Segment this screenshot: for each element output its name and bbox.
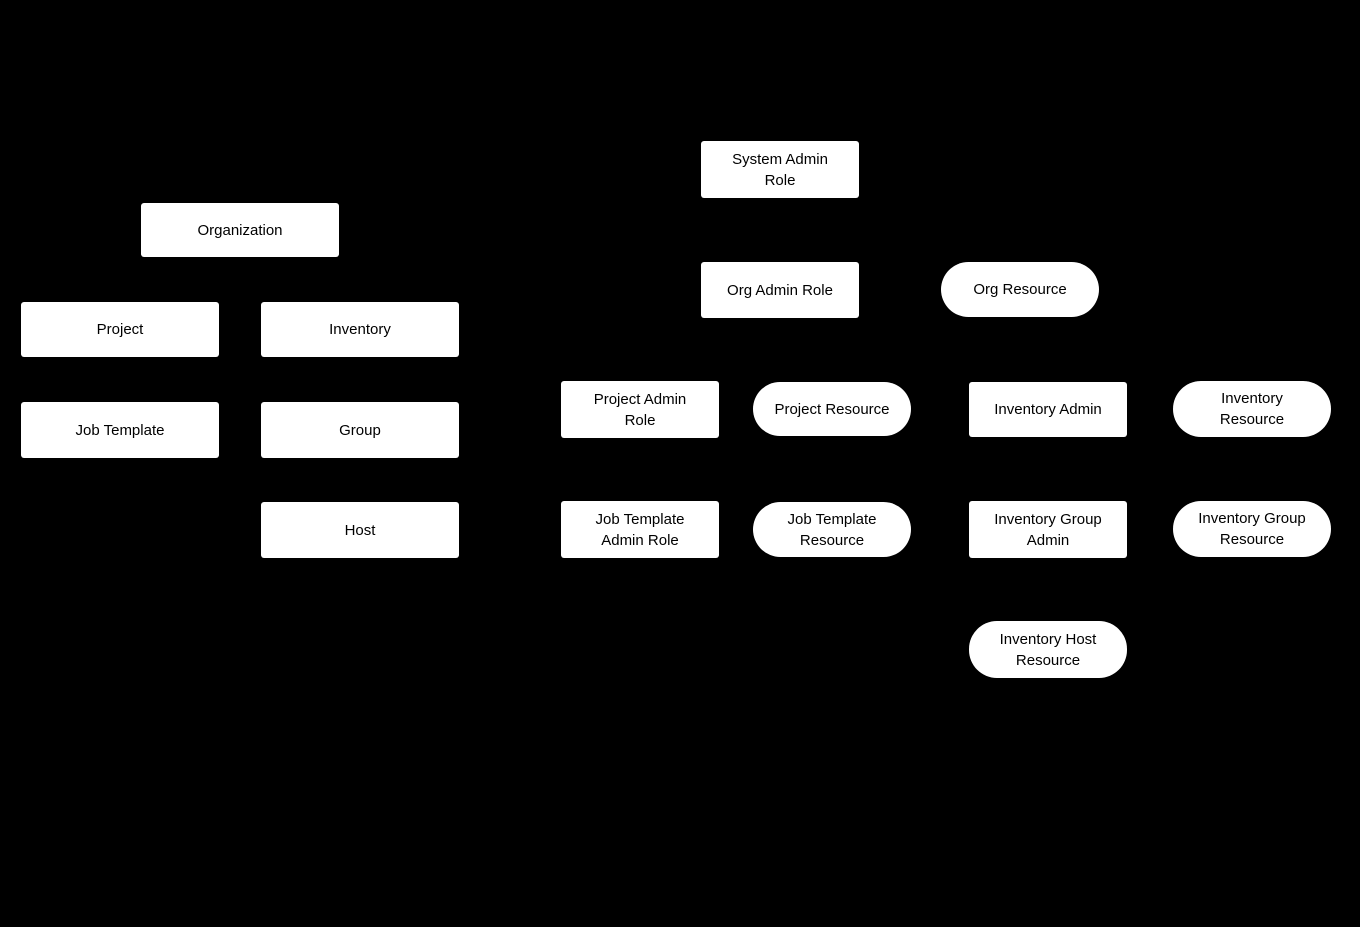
node-inventory-host-resource: Inventory Host Resource [969, 621, 1127, 678]
node-system-admin-role: System Admin Role [701, 141, 859, 198]
node-job-template: Job Template [21, 402, 219, 458]
node-org-resource: Org Resource [941, 262, 1099, 317]
node-job-template-admin-role: Job Template Admin Role [561, 501, 719, 558]
node-inventory-admin: Inventory Admin [969, 382, 1127, 437]
node-project-admin-role: Project Admin Role [561, 381, 719, 438]
node-inventory: Inventory [261, 302, 459, 357]
node-project-resource: Project Resource [753, 382, 911, 436]
node-host: Host [261, 502, 459, 558]
node-inventory-resource: Inventory Resource [1173, 381, 1331, 437]
node-project: Project [21, 302, 219, 357]
node-inventory-group-resource: Inventory Group Resource [1173, 501, 1331, 557]
node-inventory-group-admin: Inventory Group Admin [969, 501, 1127, 558]
node-org-admin-role: Org Admin Role [701, 262, 859, 318]
node-group: Group [261, 402, 459, 458]
node-organization: Organization [141, 203, 339, 257]
node-job-template-resource: Job Template Resource [753, 502, 911, 557]
